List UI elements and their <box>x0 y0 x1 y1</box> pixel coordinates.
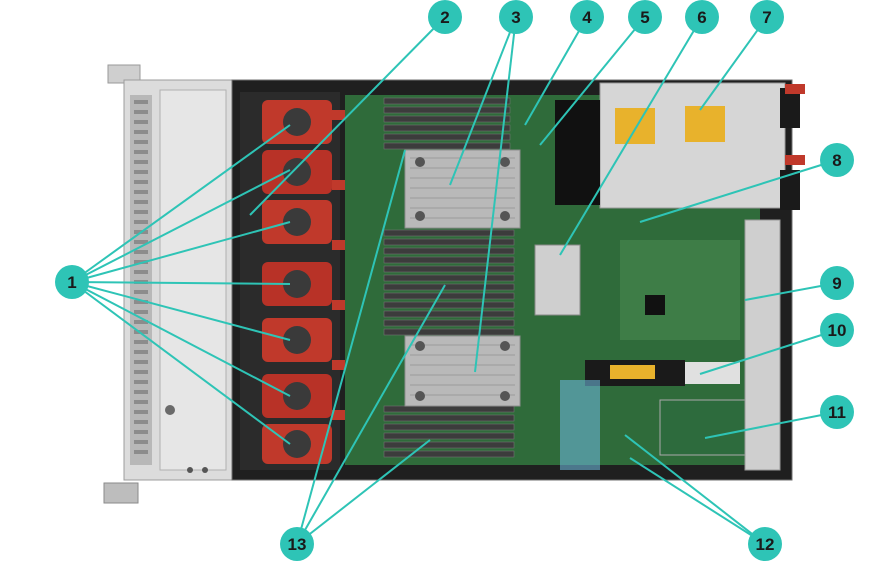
callout-3-number: 3 <box>511 8 520 27</box>
callout-4: 4 <box>570 0 604 34</box>
dimm-banks <box>383 97 515 458</box>
callout-8: 8 <box>820 143 854 177</box>
callout-9-number: 9 <box>832 274 841 293</box>
callout-13: 13 <box>280 527 314 561</box>
callout-4-number: 4 <box>582 8 592 27</box>
expansion-card <box>659 399 746 456</box>
callout-badges: 1 2 3 4 5 6 7 8 <box>55 0 854 561</box>
riser-cage <box>744 219 781 471</box>
callout-3: 3 <box>499 0 533 34</box>
callout-5: 5 <box>628 0 662 34</box>
callout-1-number: 1 <box>67 273 76 292</box>
front-bezel <box>103 64 235 504</box>
callout-8-number: 8 <box>832 151 841 170</box>
heatsinks <box>404 149 521 407</box>
callout-10: 10 <box>820 313 854 347</box>
controller-card <box>685 362 740 384</box>
chip <box>645 295 665 315</box>
callout-11-number: 11 <box>828 403 846 422</box>
callout-12-number: 12 <box>756 535 775 554</box>
callout-7: 7 <box>750 0 784 34</box>
chipset-area <box>620 240 740 340</box>
sata-cables <box>560 380 600 470</box>
callout-6-number: 6 <box>697 8 706 27</box>
callout-1: 1 <box>55 265 89 299</box>
flexiblom-controller <box>534 244 581 316</box>
battery-label <box>610 365 655 379</box>
callout-11: 11 <box>820 395 854 429</box>
callout-13-number: 13 <box>288 535 307 554</box>
callout-2: 2 <box>428 0 462 34</box>
callout-12: 12 <box>748 527 782 561</box>
callout-5-number: 5 <box>640 8 649 27</box>
callout-10-number: 10 <box>828 321 847 340</box>
callout-9: 9 <box>820 266 854 300</box>
callout-2-number: 2 <box>440 8 449 27</box>
power-supplies <box>599 82 805 210</box>
leader-lines <box>71 16 838 545</box>
callout-7-number: 7 <box>762 8 771 27</box>
fan-bay <box>240 92 354 470</box>
riser-connector <box>555 100 600 205</box>
callout-6: 6 <box>685 0 719 34</box>
